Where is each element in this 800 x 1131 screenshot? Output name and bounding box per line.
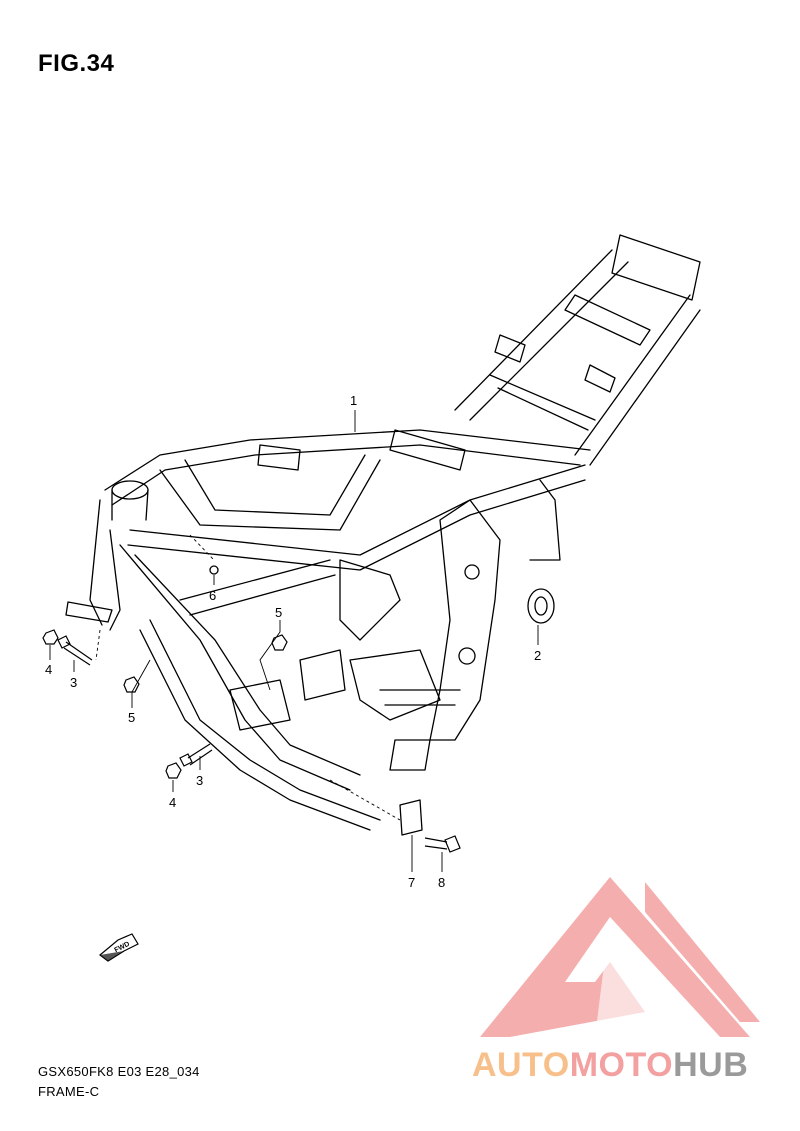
fasteners <box>42 629 461 853</box>
callout-5-upper: 5 <box>275 605 282 620</box>
nut-4-lower <box>165 762 182 779</box>
figure-title: FIG.34 <box>38 50 115 77</box>
watermark-part-auto: AUTO <box>472 1046 570 1084</box>
callout-7: 7 <box>408 875 415 890</box>
nut-5-lower <box>123 676 140 693</box>
figure-name: FRAME-C <box>38 1084 100 1099</box>
leader-lines <box>49 410 539 872</box>
watermark-text: AUTOMOTOHUB <box>472 1046 748 1085</box>
callout-1: 1 <box>350 393 357 408</box>
bolt-8 <box>424 835 461 853</box>
callout-4-upper: 4 <box>45 662 52 677</box>
callout-5-lower: 5 <box>128 710 135 725</box>
nut-5-upper <box>271 634 288 651</box>
callout-3-lower: 3 <box>196 773 203 788</box>
leader-5-lower <box>131 659 151 708</box>
figure-code: GSX650FK8 E03 E28_034 <box>38 1064 200 1079</box>
callout-2: 2 <box>534 648 541 663</box>
nut-4-upper <box>42 629 59 645</box>
watermark-part-moto: MOTO <box>569 1046 674 1084</box>
watermark-logo-icon <box>480 877 760 1037</box>
leader-dashed-bottom <box>329 779 401 821</box>
callout-6: 6 <box>209 588 216 603</box>
fwd-arrow-icon: FWD <box>99 933 139 962</box>
callout-4-lower: 4 <box>169 795 176 810</box>
callout-3-upper: 3 <box>70 675 77 690</box>
leader-dashed-plate <box>95 629 101 661</box>
watermark-part-hub: HUB <box>673 1046 749 1084</box>
bolt-3-upper <box>57 635 93 666</box>
bolt-3-lower <box>179 743 213 767</box>
frame-drawing <box>65 234 701 836</box>
leader-5-upper <box>259 620 281 691</box>
callout-8: 8 <box>438 875 445 890</box>
